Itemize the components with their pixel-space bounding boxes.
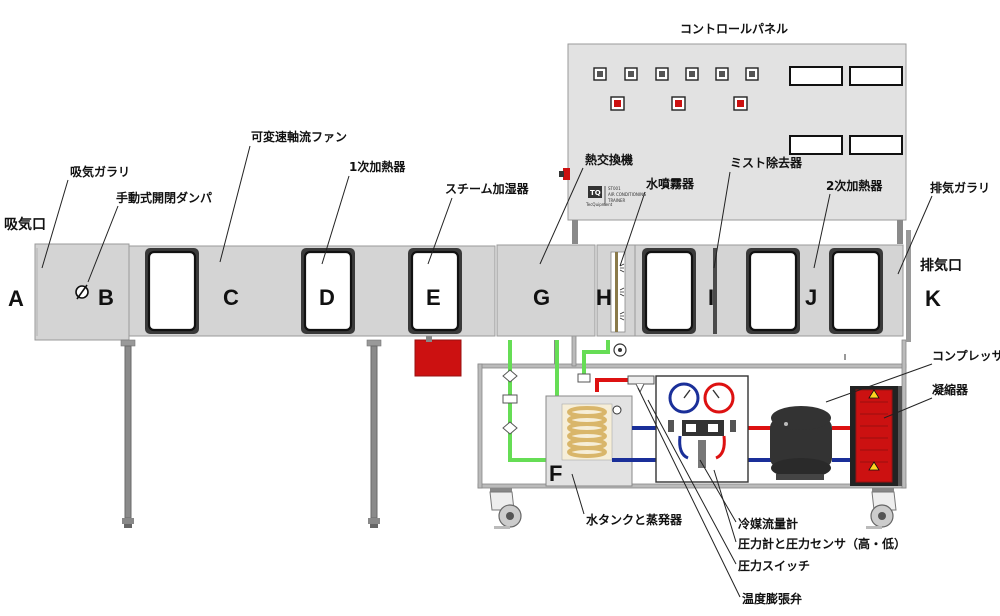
section-letter-d: D (319, 285, 335, 310)
label-condenser: 凝縮器 (932, 382, 969, 397)
low-pressure-gauge (668, 382, 700, 414)
condenser (850, 386, 902, 486)
label-exhaust-louver: 排気ガラリ (930, 180, 990, 195)
label-refrigerant-flowmeter: 冷媒流量計 (738, 516, 798, 531)
label-intake-opening: 吸気口 (4, 216, 46, 233)
damper-handle-icon (75, 284, 89, 300)
section-letter-h: H (596, 285, 612, 310)
warning-icon (868, 461, 880, 471)
caster-left (489, 488, 522, 529)
label-secondary-heater: 2次加熱器 (826, 178, 883, 193)
panel-knob (559, 168, 570, 180)
inspection-window-j (829, 248, 883, 334)
section-letter-c: C (223, 285, 239, 310)
lower-frame (477, 230, 911, 489)
panel-indicator-row (593, 67, 759, 81)
logo-line3: TRAINER (607, 198, 625, 203)
water-pipes (508, 340, 610, 462)
expansion-valve-icon (627, 375, 655, 394)
label-steam-humidifier: スチーム加湿器 (445, 181, 530, 196)
logo-line1: ST001 (608, 186, 621, 191)
inspection-window-e (408, 248, 462, 334)
logo-mark: TQ (590, 189, 601, 197)
logo-brand: TecQuipment (585, 202, 613, 207)
label-pressure-gauge-sensor: 圧力計と圧力センサ（高・低） (738, 536, 906, 551)
label-heat-exchanger: 熱交換機 (585, 152, 633, 167)
caster-right (866, 488, 897, 529)
label-expansion-valve: 温度膨張弁 (742, 591, 802, 606)
inspection-window-h (642, 248, 696, 334)
water-tank-evaporator (545, 395, 633, 487)
inspection-window-c (145, 248, 199, 334)
panel-displays (789, 66, 903, 155)
label-water-sprayer: 水噴霧器 (646, 176, 695, 191)
section-letter-e: E (426, 285, 441, 310)
section-letter-i: I (708, 285, 714, 310)
steam-generator-box (414, 339, 462, 377)
section-letter-a: A (8, 286, 24, 311)
section-letter-k: K (925, 286, 941, 311)
label-pressure-switch: 圧力スイッチ (738, 558, 810, 573)
mist-eliminator-bar (713, 248, 717, 334)
section-letter-b: B (98, 285, 114, 310)
label-compressor: コンプレッサ (932, 348, 1000, 363)
section-letter-g: G (533, 285, 550, 310)
tecquipment-logo: TQ ST001 AIR CONDITIONING TRAINER TecQui… (585, 186, 646, 207)
leader-lines (41, 145, 933, 598)
section-g-housing (496, 244, 596, 337)
logo-line2: AIR CONDITIONING (608, 192, 646, 197)
water-valves (502, 343, 627, 435)
inspection-window-i (746, 248, 800, 334)
label-exhaust-opening: 排気口 (920, 257, 962, 274)
label-manual-damper: 手動式開閉ダンパ (116, 190, 212, 205)
air-duct (34, 243, 904, 377)
label-control-panel: コントロールパネル (680, 22, 788, 36)
warning-icon (868, 389, 880, 399)
panel-red-switches (610, 96, 748, 111)
high-pressure-gauge (703, 382, 735, 414)
gauge-panel (655, 375, 749, 483)
label-tank-evaporator: 水タンクと蒸発器 (586, 512, 683, 527)
inspection-window-d (301, 248, 355, 334)
section-letter-j: J (805, 285, 817, 310)
label-primary-heater: 1次加熱器 (349, 159, 406, 174)
label-mist-eliminator: ミスト除去器 (730, 155, 803, 170)
compressor (770, 406, 832, 480)
duct-stands (120, 339, 382, 528)
section-letter-f: F (549, 461, 562, 486)
water-sprayer-nozzles (610, 251, 626, 333)
label-axial-fan: 可変速軸流ファン (251, 129, 347, 144)
control-panel: TQ ST001 AIR CONDITIONING TRAINER TecQui… (559, 43, 907, 244)
label-intake-louver: 吸気ガラリ (70, 164, 130, 179)
